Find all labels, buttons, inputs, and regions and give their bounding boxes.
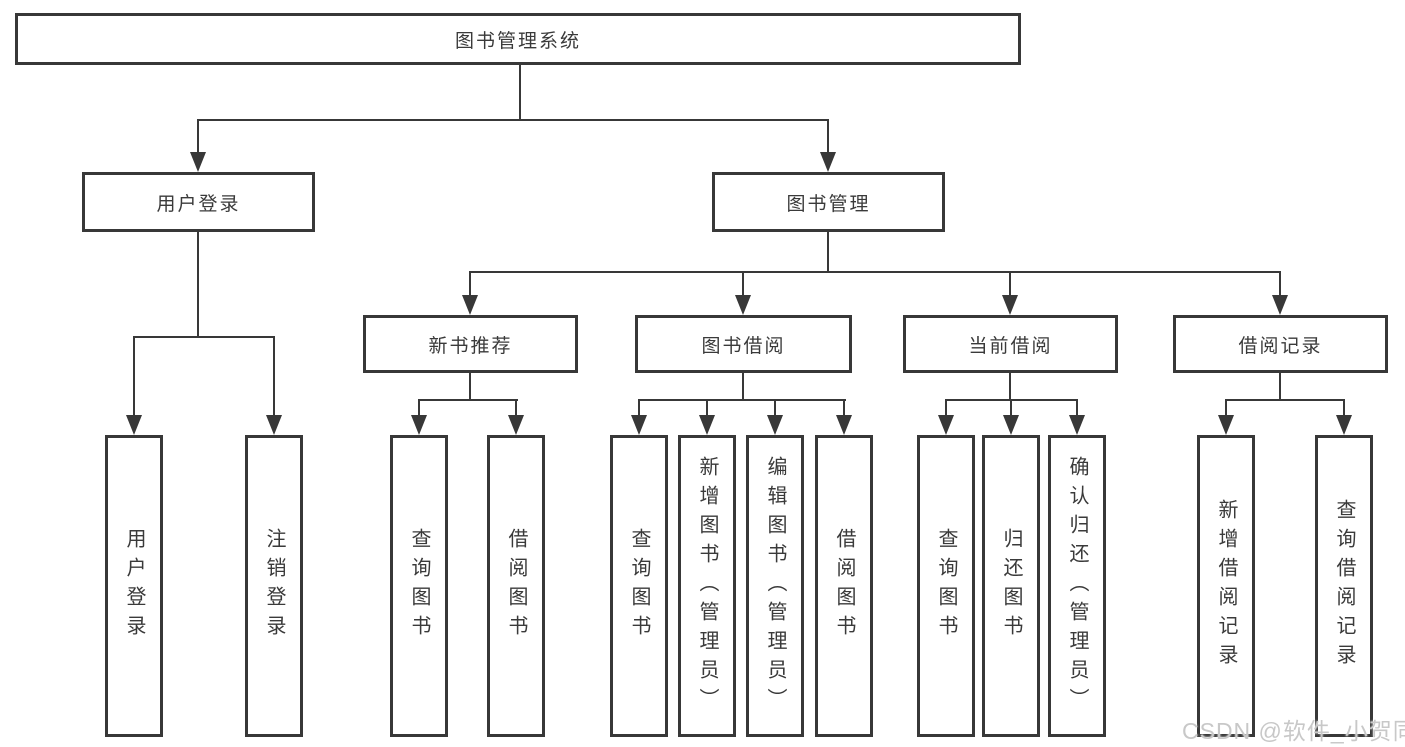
node-borrow-records: 借阅记录 [1173, 315, 1388, 373]
connector-drop-leaf [1010, 399, 1012, 417]
leaf-label: 注销登录 [263, 528, 285, 644]
arrow-down-icon [1336, 415, 1352, 435]
leaf-label: 查询借阅记录 [1333, 499, 1355, 673]
leaf-label: 新增借阅记录 [1215, 499, 1237, 673]
leaf-records-query-record: 查询借阅记录 [1315, 435, 1373, 737]
arrow-down-icon [938, 415, 954, 435]
arrow-down-icon [1069, 415, 1085, 435]
connector-drop-leaf [1225, 399, 1227, 417]
arrow-down-icon [836, 415, 852, 435]
arrow-down-icon [1003, 415, 1019, 435]
connector-new-books-branch [418, 399, 518, 401]
node-label: 图书管理 [786, 193, 871, 215]
arrow-down-icon [631, 415, 647, 435]
arrow-down-icon [411, 415, 427, 435]
connector-borrow-records-branch [1225, 399, 1345, 401]
leaf-borrow-query-books: 查询图书 [610, 435, 668, 737]
leaf-logout: 注销登录 [245, 435, 303, 737]
leaf-borrow-edit-books-admin: 编辑图书（管理员） [746, 435, 804, 737]
arrow-down-icon [735, 295, 751, 315]
node-label: 用户登录 [156, 193, 241, 215]
leaf-borrow-borrow-books: 借阅图书 [815, 435, 873, 737]
node-book-management: 图书管理 [712, 172, 945, 232]
leaf-label: 查询图书 [408, 528, 430, 644]
arrow-down-icon [1272, 295, 1288, 315]
node-label: 新书推荐 [428, 335, 513, 357]
leaf-records-add-record: 新增借阅记录 [1197, 435, 1255, 737]
connector-borrow-records-stem [1279, 373, 1281, 400]
node-current-borrow: 当前借阅 [903, 315, 1118, 373]
node-label: 图书管理系统 [454, 30, 581, 52]
leaf-label: 查询图书 [628, 528, 650, 644]
connector-drop-borrow-records [1279, 271, 1281, 297]
connector-drop-leaf [1343, 399, 1345, 417]
connector-book-borrow-stem [742, 373, 744, 400]
arrow-down-icon [462, 295, 478, 315]
leaf-label: 编辑图书（管理员） [764, 455, 786, 717]
leaf-label: 新增图书（管理员） [696, 455, 718, 717]
connector-user-login-branch [133, 336, 275, 338]
leaf-label: 查询图书 [935, 528, 957, 644]
connector-root-stem [519, 65, 521, 120]
leaf-newbooks-query-books: 查询图书 [390, 435, 448, 737]
connector-book-mgmt-stem [827, 232, 829, 272]
arrow-down-icon [508, 415, 524, 435]
connector-current-borrow-stem [1009, 373, 1011, 400]
node-user-login: 用户登录 [82, 172, 315, 232]
connector-drop-book-management [827, 119, 829, 155]
connector-drop-leaf [1076, 399, 1078, 417]
connector-drop-new-books [469, 271, 471, 297]
connector-drop-leaf [945, 399, 947, 417]
connector-drop-book-borrow [742, 271, 744, 297]
node-new-book-recommend: 新书推荐 [363, 315, 578, 373]
arrow-down-icon [1002, 295, 1018, 315]
arrow-down-icon [266, 415, 282, 435]
arrow-down-icon [126, 415, 142, 435]
node-book-borrow: 图书借阅 [635, 315, 852, 373]
leaf-label: 确认归还（管理员） [1066, 455, 1088, 717]
connector-new-books-stem [469, 373, 471, 400]
leaf-current-return-books: 归还图书 [982, 435, 1040, 737]
node-label: 当前借阅 [968, 335, 1053, 357]
connector-drop-leaf [843, 399, 845, 417]
connector-drop-leaf [638, 399, 640, 417]
node-label: 借阅记录 [1238, 335, 1323, 357]
connector-drop-current-borrow [1009, 271, 1011, 297]
connector-drop-leaf [515, 399, 517, 417]
connector-drop-leaf [418, 399, 420, 417]
connector-user-login-stem [197, 232, 199, 337]
leaf-borrow-add-books-admin: 新增图书（管理员） [678, 435, 736, 737]
connector-drop-leaf [273, 336, 275, 417]
leaf-current-confirm-return-admin: 确认归还（管理员） [1048, 435, 1106, 737]
node-label: 图书借阅 [701, 335, 786, 357]
arrow-down-icon [1218, 415, 1234, 435]
arrow-down-icon [699, 415, 715, 435]
watermark: CSDN @软件_小贺同学 [1182, 718, 1405, 744]
arrow-down-icon [820, 152, 836, 172]
leaf-newbooks-borrow-books: 借阅图书 [487, 435, 545, 737]
arrow-down-icon [190, 152, 206, 172]
connector-book-borrow-branch [638, 399, 846, 401]
node-library-management-system: 图书管理系统 [15, 13, 1021, 65]
leaf-current-query-books: 查询图书 [917, 435, 975, 737]
connector-drop-user-login [197, 119, 199, 155]
connector-root-branch [197, 119, 829, 121]
connector-drop-leaf [706, 399, 708, 417]
leaf-label: 归还图书 [1000, 528, 1022, 644]
connector-drop-leaf [774, 399, 776, 417]
leaf-user-login: 用户登录 [105, 435, 163, 737]
leaf-label: 用户登录 [123, 528, 145, 644]
connector-book-mgmt-branch [469, 271, 1281, 273]
leaf-label: 借阅图书 [833, 528, 855, 644]
arrow-down-icon [767, 415, 783, 435]
connector-drop-leaf [133, 336, 135, 417]
leaf-label: 借阅图书 [505, 528, 527, 644]
